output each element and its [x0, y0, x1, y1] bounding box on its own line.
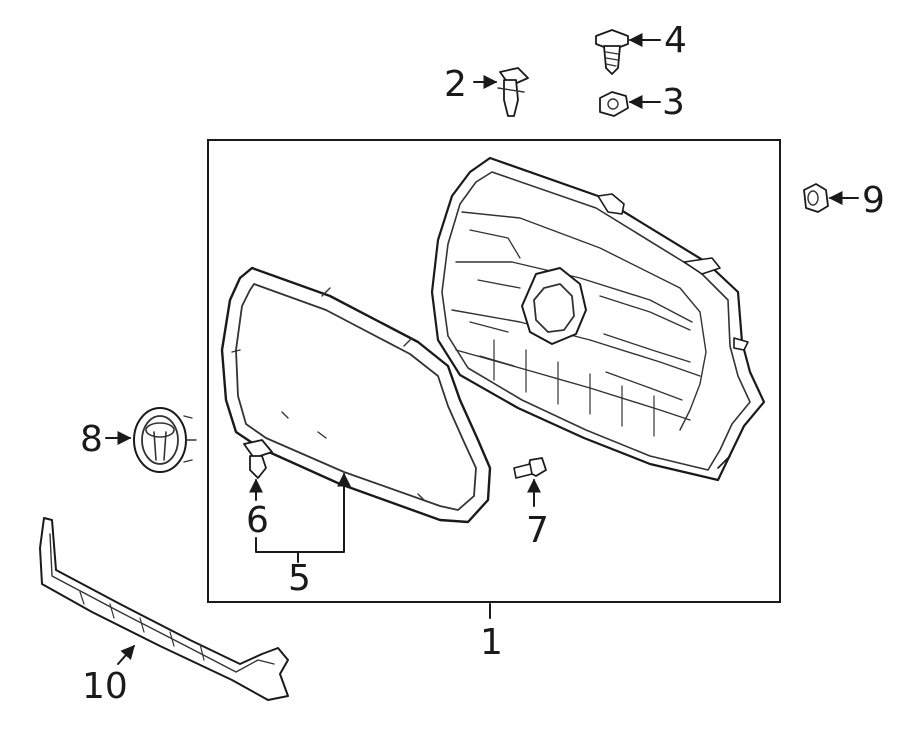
- bolt-part-4[interactable]: [595, 29, 629, 75]
- grille-assembly[interactable]: [430, 156, 766, 482]
- callout-8: 8: [80, 419, 103, 460]
- nut-part-9[interactable]: [803, 183, 829, 213]
- leader-10: [117, 644, 135, 665]
- callout-9: 9: [862, 180, 885, 221]
- callout-6: 6: [246, 500, 269, 541]
- clip-part-2[interactable]: [497, 67, 529, 117]
- clip-part-6[interactable]: [243, 439, 273, 479]
- callout-3: 3: [662, 82, 685, 123]
- callout-2: 2: [444, 64, 467, 105]
- callout-1: 1: [480, 622, 503, 663]
- callout-4: 4: [664, 20, 687, 61]
- leader-lines: [105, 33, 859, 665]
- callout-10: 10: [82, 666, 128, 707]
- grille-molding[interactable]: [220, 266, 492, 524]
- emblem-part-8[interactable]: [133, 407, 197, 473]
- screw-part-7[interactable]: [513, 457, 547, 479]
- lower-trim-part-10[interactable]: [39, 517, 289, 701]
- callout-5: 5: [288, 558, 311, 599]
- leader-5: [255, 472, 351, 553]
- nut-part-3[interactable]: [599, 91, 629, 117]
- assembly-frame: [207, 139, 781, 603]
- callout-labels: 2 4 3 9 8 6 7 5 1 10: [80, 20, 885, 707]
- callout-7: 7: [526, 510, 549, 551]
